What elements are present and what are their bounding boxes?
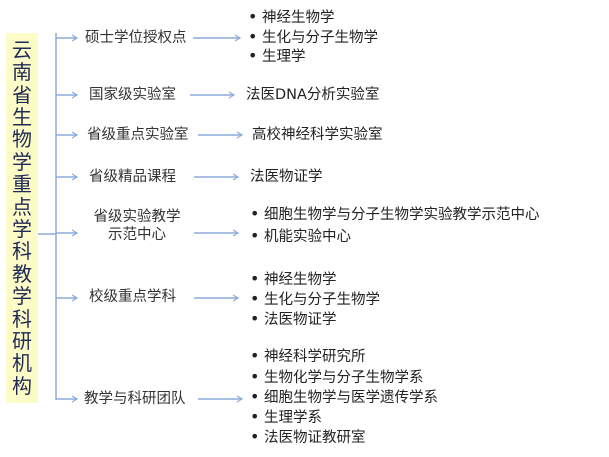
list-item: 生理学 — [248, 47, 305, 66]
root-char: 机 — [12, 351, 32, 376]
root-char: 科 — [12, 239, 32, 264]
list-item: 生化与分子生物学 — [250, 290, 380, 309]
arrow-head-icon — [71, 34, 79, 42]
branch-label: 省级实验教学 示范中心 — [89, 208, 185, 244]
arrow-head-icon — [71, 131, 79, 139]
list-item: 细胞生物学与医学遗传学系 — [250, 388, 438, 407]
list-item: 生物化学与分子生物学系 — [250, 368, 423, 387]
root-char: 南 — [12, 60, 32, 85]
list-item: 神经生物学 — [248, 8, 334, 27]
branch-label: 省级重点实验室 — [87, 127, 189, 143]
branch-label: 国家级实验室 — [89, 87, 176, 103]
root-char: 学 — [12, 284, 32, 309]
list-item: 神经生物学 — [250, 270, 336, 289]
arrow-head-icon — [236, 395, 244, 403]
arrow-head-icon — [232, 173, 240, 181]
branch-label: 省级精品课程 — [89, 169, 176, 185]
arrow-head-icon — [71, 229, 79, 237]
list-item: 法医物证教研室 — [250, 428, 365, 447]
list-item: 法医物证学 — [250, 169, 323, 185]
branch-label-line: 示范中心 — [108, 227, 166, 243]
arrow-head-icon — [71, 294, 79, 302]
root-char: 物 — [12, 127, 32, 152]
arrow-head-icon — [232, 294, 240, 302]
arrow-head-icon — [234, 34, 242, 42]
arrow-head-icon — [71, 395, 79, 403]
root-node: 云南省生物学重点学科教学科研机构 — [6, 33, 38, 403]
arrow-head-icon — [71, 91, 79, 99]
list-item: 细胞生物学与分子生物学实验教学示范中心 — [250, 205, 539, 224]
list-item: 高校神经科学实验室 — [252, 127, 383, 143]
root-char: 构 — [12, 373, 32, 398]
branch-label: 教学与科研团队 — [84, 391, 186, 407]
root-char: 省 — [12, 82, 32, 107]
root-char: 研 — [12, 329, 32, 354]
list-item: 神经科学研究所 — [250, 347, 365, 366]
arrow-head-icon — [228, 91, 236, 99]
root-char: 教 — [12, 261, 32, 286]
arrow-head-icon — [232, 229, 240, 237]
root-char: 学 — [12, 217, 32, 241]
list-item: 机能实验中心 — [250, 227, 351, 246]
list-item: 生化与分子生物学 — [248, 28, 378, 47]
list-item: 法医物证学 — [250, 310, 336, 329]
arrow-head-icon — [71, 173, 79, 181]
branch-label: 校级重点学科 — [89, 289, 176, 305]
root-char: 生 — [12, 104, 32, 129]
root-char: 科 — [12, 306, 32, 331]
root-char: 重 — [12, 172, 32, 197]
root-char: 学 — [12, 149, 32, 174]
branch-label: 硕士学位授权点 — [85, 30, 187, 46]
root-char: 云 — [12, 37, 32, 62]
root-char: 点 — [12, 194, 32, 219]
list-item: 法医DNA分析实验室 — [246, 87, 380, 103]
list-item: 生理学系 — [250, 408, 322, 427]
arrow-head-icon — [236, 131, 244, 139]
branch-label-line: 省级实验教学 — [93, 209, 181, 225]
